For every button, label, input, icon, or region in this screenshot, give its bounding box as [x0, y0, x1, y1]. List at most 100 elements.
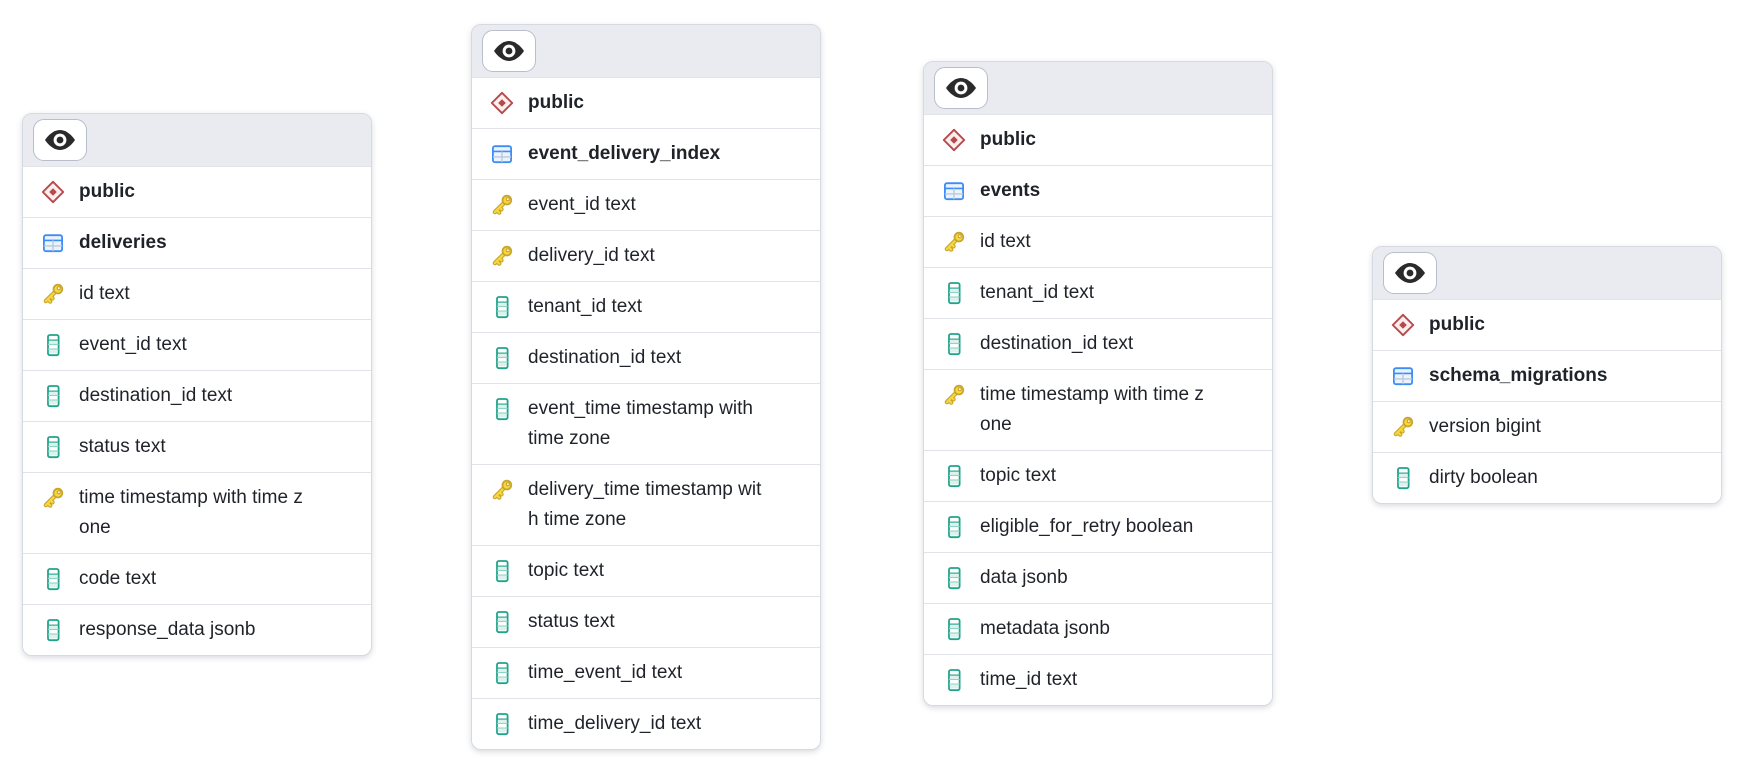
schema-diamond-icon: [1391, 311, 1415, 338]
column-label: delivery_id text: [528, 245, 655, 266]
column-label: event_time timestamp with time zone: [528, 398, 753, 449]
table-grid-icon: [41, 229, 65, 256]
column-row: time_delivery_id text: [472, 698, 820, 749]
table-name-row: deliveries: [23, 217, 371, 268]
table-card-events[interactable]: public events: [923, 61, 1273, 706]
column-row: destination_id text: [472, 332, 820, 383]
column-icon: [41, 616, 65, 643]
column-row: tenant_id text: [472, 281, 820, 332]
column-list: version bigint dirty boolean: [1373, 401, 1721, 503]
table-name-row: event_delivery_index: [472, 128, 820, 179]
key-icon: [490, 242, 514, 269]
column-icon: [942, 513, 966, 540]
table-name-row: schema_migrations: [1373, 350, 1721, 401]
column-row: data jsonb: [924, 552, 1272, 603]
column-label: eligible_for_retry boolean: [980, 516, 1194, 537]
column-row: time timestamp with time zone: [23, 472, 371, 553]
column-label: topic text: [980, 465, 1057, 486]
table-grid-icon: [942, 177, 966, 204]
table-card-deliveries[interactable]: public deliveries: [22, 113, 372, 656]
schema-row: public: [924, 114, 1272, 165]
toggle-table-visibility-button[interactable]: [482, 30, 536, 72]
column-row: time timestamp with time zone: [924, 369, 1272, 450]
column-icon: [41, 382, 65, 409]
column-icon: [1391, 464, 1415, 491]
column-label: delivery_time timestamp with time zone: [528, 479, 762, 530]
column-label: time_delivery_id text: [528, 713, 702, 734]
column-label: destination_id text: [79, 385, 233, 406]
column-icon: [41, 433, 65, 460]
table-name: events: [980, 180, 1041, 201]
table-card-header: [23, 114, 371, 166]
column-icon: [41, 331, 65, 358]
column-label: tenant_id text: [980, 282, 1095, 303]
table-name-row: events: [924, 165, 1272, 216]
schema-row: public: [23, 166, 371, 217]
column-label: time timestamp with time zone: [980, 384, 1204, 435]
column-row: event_time timestamp with time zone: [472, 383, 820, 464]
table-grid-icon: [490, 140, 514, 167]
column-icon: [942, 666, 966, 693]
column-label: tenant_id text: [528, 296, 643, 317]
column-icon: [942, 279, 966, 306]
key-icon: [41, 280, 65, 307]
column-label: destination_id text: [528, 347, 682, 368]
column-icon: [490, 659, 514, 686]
column-row: event_id text: [23, 319, 371, 370]
column-row: tenant_id text: [924, 267, 1272, 318]
eye-icon: [946, 78, 976, 98]
toggle-table-visibility-button[interactable]: [1383, 252, 1437, 294]
schema-diamond-icon: [41, 178, 65, 205]
toggle-table-visibility-button[interactable]: [33, 119, 87, 161]
table-name: deliveries: [79, 232, 167, 253]
column-row: code text: [23, 553, 371, 604]
key-icon: [942, 381, 966, 408]
column-icon: [41, 565, 65, 592]
column-row: dirty boolean: [1373, 452, 1721, 503]
column-row: destination_id text: [23, 370, 371, 421]
column-label: time timestamp with time zone: [79, 487, 303, 538]
table-card-schema_migrations[interactable]: public schema_migrations: [1372, 246, 1722, 504]
column-row: time_id text: [924, 654, 1272, 705]
column-icon: [942, 615, 966, 642]
column-row: metadata jsonb: [924, 603, 1272, 654]
schema-row: public: [1373, 299, 1721, 350]
column-row: version bigint: [1373, 401, 1721, 452]
schema-name: public: [79, 181, 135, 202]
column-row: status text: [23, 421, 371, 472]
table-card-header: [924, 62, 1272, 114]
column-row: topic text: [924, 450, 1272, 501]
key-icon: [1391, 413, 1415, 440]
table-card-header: [472, 25, 820, 77]
column-label: data jsonb: [980, 567, 1068, 588]
column-label: id text: [980, 231, 1031, 252]
column-row: time_event_id text: [472, 647, 820, 698]
schema-name: public: [980, 129, 1036, 150]
column-row: event_id text: [472, 179, 820, 230]
schema-diamond-icon: [942, 126, 966, 153]
column-label: time_event_id text: [528, 662, 683, 683]
column-row: eligible_for_retry boolean: [924, 501, 1272, 552]
column-row: delivery_id text: [472, 230, 820, 281]
column-label: topic text: [528, 560, 605, 581]
schema-name: public: [528, 92, 584, 113]
column-label: status text: [79, 436, 166, 457]
eye-icon: [1395, 263, 1425, 283]
key-icon: [490, 476, 514, 503]
toggle-table-visibility-button[interactable]: [934, 67, 988, 109]
column-row: id text: [924, 216, 1272, 267]
column-list: id text event_id text destination_id tex…: [23, 268, 371, 655]
column-row: topic text: [472, 545, 820, 596]
table-card-event_delivery_index[interactable]: public event_delivery_index: [471, 24, 821, 750]
key-icon: [490, 191, 514, 218]
column-label: destination_id text: [980, 333, 1134, 354]
column-icon: [490, 710, 514, 737]
column-label: version bigint: [1429, 416, 1541, 437]
column-icon: [490, 395, 514, 422]
key-icon: [41, 484, 65, 511]
column-label: time_id text: [980, 669, 1078, 690]
column-icon: [942, 330, 966, 357]
column-list: id text tenant_id text destination_id te…: [924, 216, 1272, 705]
schema-diamond-icon: [490, 89, 514, 116]
